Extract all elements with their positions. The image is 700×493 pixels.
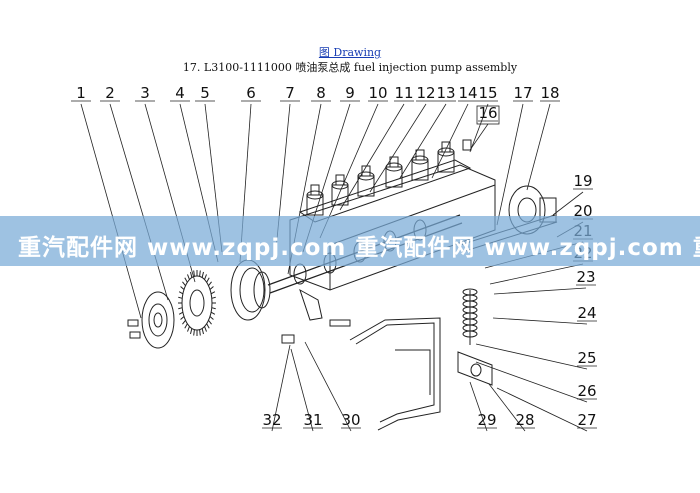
leader-line <box>271 344 291 432</box>
callout-number-29: 29 <box>477 411 496 429</box>
callout-number-31: 31 <box>303 411 322 429</box>
callout-number-32: 32 <box>262 411 281 429</box>
leader-line <box>552 191 584 216</box>
part-timer-coupling <box>230 259 271 321</box>
callout-number-15: 15 <box>478 84 497 102</box>
leader-line <box>488 383 526 432</box>
callout-number-26: 26 <box>577 382 596 400</box>
callout-16-box <box>476 105 500 125</box>
part-spring <box>462 288 478 345</box>
part-oil-pipe <box>349 317 441 431</box>
callout-number-3: 3 <box>140 84 150 102</box>
leader-line <box>469 103 489 153</box>
callout-number-18: 18 <box>540 84 559 102</box>
callout-number-12: 12 <box>416 84 435 102</box>
callout-number-1: 1 <box>76 84 86 102</box>
part-plunger-elements <box>306 141 455 216</box>
leader-line <box>109 103 169 301</box>
callout-number-8: 8 <box>316 84 326 102</box>
leader-line <box>489 263 584 285</box>
leader-line <box>492 317 588 325</box>
callout-number-16: 16 <box>478 104 497 122</box>
callout-number-14: 14 <box>458 84 477 102</box>
callout-number-25: 25 <box>577 349 596 367</box>
callout-number-28: 28 <box>515 411 534 429</box>
callout-number-11: 11 <box>394 84 413 102</box>
callout-number-17: 17 <box>513 84 532 102</box>
callout-number-4: 4 <box>175 84 185 102</box>
callout-number-5: 5 <box>200 84 210 102</box>
callout-number-7: 7 <box>285 84 295 102</box>
part-bolts <box>127 319 351 344</box>
leader-line <box>80 103 142 319</box>
callout-number-13: 13 <box>436 84 455 102</box>
watermark-banner <box>0 216 700 266</box>
leader-line <box>319 103 379 239</box>
leader-line <box>469 123 489 151</box>
part-drive-gear <box>178 270 216 336</box>
leader-line <box>304 341 352 432</box>
leader-line <box>475 361 588 403</box>
leader-line <box>339 103 405 211</box>
page-title: 17. L3100-1111000 喷油泵总成 fuel injection p… <box>182 61 518 74</box>
callout-number-24: 24 <box>577 304 596 322</box>
leader-line <box>475 343 588 370</box>
leader-line <box>290 348 314 432</box>
drawing-link[interactable]: 图 Drawing <box>318 46 382 59</box>
callout-number-30: 30 <box>341 411 360 429</box>
part-bleed-screw <box>462 139 472 151</box>
callout-number-19: 19 <box>573 172 592 190</box>
watermark-text: 重汽配件网 www.zqpj.com 重汽配件网 www.zqpj.com 重 <box>18 235 700 261</box>
leader-line <box>493 287 587 295</box>
callout-number-27: 27 <box>577 411 596 429</box>
callout-number-2: 2 <box>105 84 115 102</box>
leader-line <box>399 103 447 179</box>
leader-line <box>496 387 588 432</box>
callout-number-23: 23 <box>576 268 595 286</box>
callout-number-20: 20 <box>573 202 592 220</box>
part-bracket <box>457 351 493 386</box>
callout-number-10: 10 <box>368 84 387 102</box>
part-lever <box>299 288 323 321</box>
leader-line <box>369 103 427 193</box>
leader-line <box>496 103 524 226</box>
part-flange <box>141 291 175 349</box>
leader-line <box>469 381 488 432</box>
leader-line <box>526 103 551 191</box>
callout-number-9: 9 <box>345 84 355 102</box>
callout-number-6: 6 <box>246 84 256 102</box>
